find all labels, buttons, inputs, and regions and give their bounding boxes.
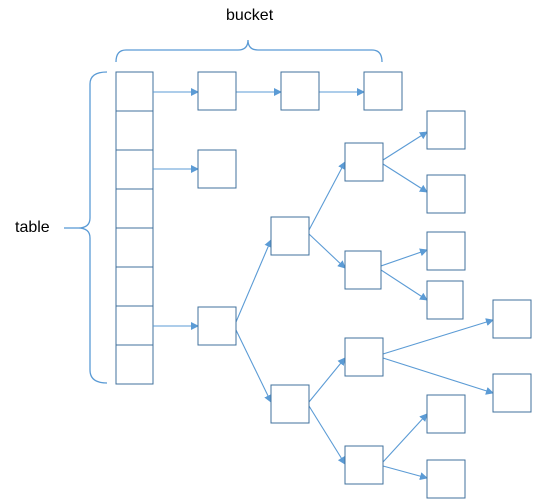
- table-cell: [115, 188, 154, 229]
- tree-node: [270, 384, 310, 424]
- table-cell: [115, 149, 154, 190]
- tree-node: [344, 445, 384, 485]
- arrow: [308, 405, 346, 465]
- arrow: [382, 413, 428, 463]
- tree-node: [344, 142, 384, 182]
- arrow: [380, 248, 428, 267]
- arrows: [153, 88, 494, 481]
- bucket-brace: [115, 39, 383, 63]
- arrow: [308, 357, 346, 403]
- arrow: [382, 357, 494, 395]
- tree-leaf-node: [426, 174, 466, 214]
- table-column: [115, 71, 154, 385]
- arrow: [382, 131, 428, 161]
- table-label: table: [15, 219, 50, 236]
- arrow: [308, 233, 346, 269]
- arrow: [382, 163, 428, 193]
- tree-leaf-node: [426, 459, 466, 499]
- table-brace: [77, 71, 108, 384]
- tree-leaf-node: [426, 231, 466, 271]
- tree-leaf-node: [426, 110, 466, 150]
- list-node: [197, 149, 237, 189]
- table-cell: [115, 305, 154, 346]
- arrow: [380, 269, 428, 301]
- nodes: [197, 71, 532, 499]
- tree-leaf-node: [492, 299, 532, 339]
- tree-node: [270, 216, 310, 256]
- tree-root-node: [197, 306, 237, 346]
- bucket-node: [363, 71, 403, 111]
- arrow: [235, 239, 272, 323]
- table-cell: [115, 344, 154, 385]
- table-cell: [115, 266, 154, 307]
- tree-leaf-node: [426, 280, 464, 320]
- bucket-node: [280, 71, 320, 111]
- arrow: [308, 161, 346, 231]
- tree-leaf-node: [492, 373, 532, 413]
- tree-leaf-node: [426, 394, 466, 434]
- tree-node: [344, 250, 382, 290]
- arrow: [382, 318, 494, 355]
- bucket-label: bucket: [226, 7, 274, 24]
- table-cell: [115, 110, 154, 151]
- table-cell: [115, 227, 154, 268]
- tree-node: [344, 337, 384, 377]
- bucket-node: [197, 71, 237, 111]
- arrow: [235, 329, 272, 403]
- arrow: [382, 465, 428, 481]
- table-cell: [115, 71, 154, 112]
